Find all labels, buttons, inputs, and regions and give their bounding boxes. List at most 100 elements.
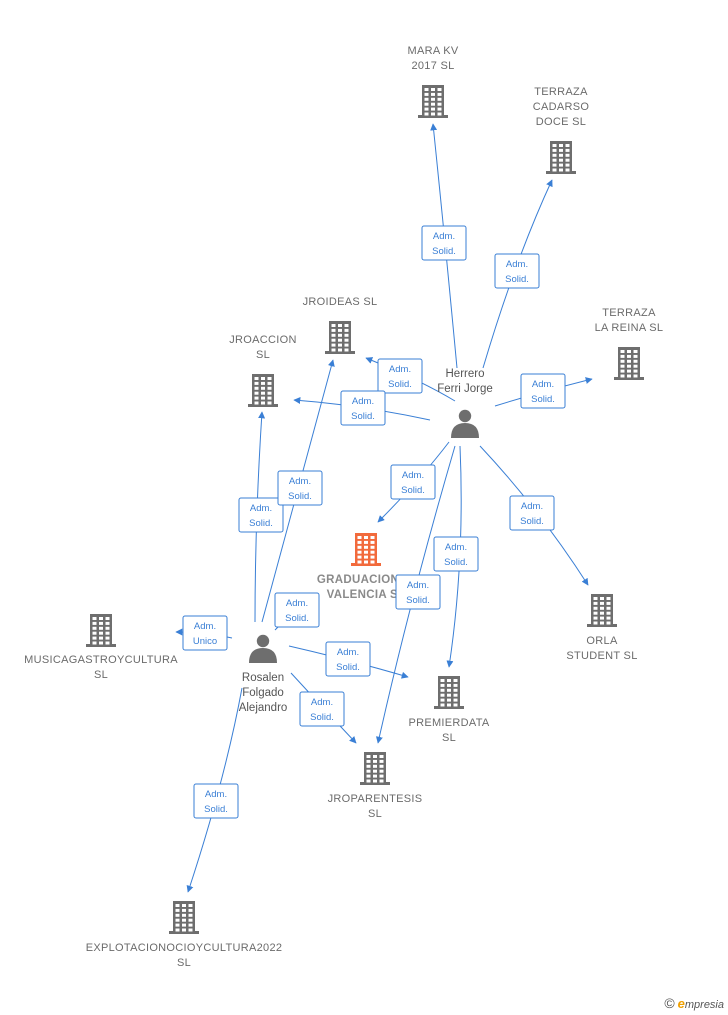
company-label-line: 2017 SL xyxy=(411,60,454,72)
edge-role-box xyxy=(193,783,239,819)
edge-role-label[interactable]: Adm.Solid. xyxy=(193,783,239,819)
company-label-line: VALENCIA SL xyxy=(327,589,406,601)
company-label-line: SL xyxy=(256,349,270,361)
edge-role-label[interactable]: Adm.Solid. xyxy=(238,497,284,533)
company-node-jroaccion[interactable]: JROACCION SL xyxy=(229,334,296,407)
edge-role-label[interactable]: Adm. Solid. xyxy=(277,470,323,506)
edge-role-text: Solid. xyxy=(285,613,309,624)
edge-role-text: Solid. xyxy=(432,246,456,257)
person-label-line: Ferri Jorge xyxy=(437,383,493,395)
edge-role-text: Adm. xyxy=(389,364,411,375)
edge-labels-layer: Adm. Solid. Adm. Solid. Adm. Solid. Adm. Solid.… xyxy=(182,225,566,819)
company-node-musica[interactable]: MUSICAGASTROYCULTURA SL xyxy=(24,614,178,681)
edge-role-box xyxy=(421,225,467,261)
edge-role-box xyxy=(277,470,323,506)
edge-role-label[interactable]: Adm. Solid. xyxy=(433,536,479,572)
edge-role-label[interactable]: Adm.Solid. xyxy=(395,574,441,610)
company-label-line: ORLA xyxy=(586,635,618,647)
edge-role-label[interactable]: Adm. Solid. xyxy=(340,390,386,426)
edge-role-text: Solid. xyxy=(520,516,544,527)
person-label-line: Rosalen xyxy=(242,672,284,684)
company-label-line: EXPLOTACIONOCIOYCULTURA2022 xyxy=(86,942,283,954)
edge-role-box xyxy=(274,592,320,628)
edge-role-label[interactable]: Adm.Solid. xyxy=(390,464,436,500)
company-label-line: TERRAZA xyxy=(602,307,656,319)
person-label-line: Folgado xyxy=(242,687,284,699)
brand-logo-text: mpresia xyxy=(684,998,724,1011)
edge-role-label[interactable]: Adm. Solid. xyxy=(299,691,345,727)
company-label-line: JROACCION xyxy=(229,334,296,346)
brand-logo[interactable]: empresia xyxy=(678,996,724,1011)
edge-role-text: Solid. xyxy=(401,485,425,496)
company-node-graduaciones[interactable]: GRADUACIONES VALENCIA SL xyxy=(317,533,415,601)
company-label-line: JROPARENTESIS xyxy=(328,793,423,805)
edge-role-box xyxy=(182,615,228,651)
edge-role-label[interactable]: Adm. Solid. xyxy=(520,373,566,409)
edge-role-box xyxy=(494,253,540,289)
person-label-line: Alejandro xyxy=(239,702,288,714)
person-icon xyxy=(249,634,277,663)
company-label-line: SL xyxy=(94,669,108,681)
edge-role-text: Solid. xyxy=(388,379,412,390)
edge-role-box xyxy=(299,691,345,727)
edge-role-text: Adm. xyxy=(521,501,543,512)
company-label-line: TERRAZA xyxy=(534,86,588,98)
edge-role-text: Solid. xyxy=(531,394,555,405)
edge-role-label[interactable]: Adm. Solid. xyxy=(274,592,320,628)
building-icon xyxy=(248,374,278,407)
company-label-line: STUDENT SL xyxy=(566,650,637,662)
edge-role-text: Solid. xyxy=(406,595,430,606)
edge-role-label[interactable]: Adm. Unico xyxy=(182,615,228,651)
company-label-line: SL xyxy=(368,808,382,820)
edge-role-text: Solid. xyxy=(288,491,312,502)
building-icon xyxy=(351,533,381,566)
edge-role-text: Solid. xyxy=(310,712,334,723)
edge-role-box xyxy=(325,641,371,677)
building-icon xyxy=(614,347,644,380)
building-icon xyxy=(418,85,448,118)
company-node-jropar[interactable]: JROPARENTESIS SL xyxy=(328,752,423,820)
edge-role-text: Adm. xyxy=(445,542,467,553)
company-label-line: CADARSO xyxy=(533,101,590,113)
company-label-line: MUSICAGASTROYCULTURA xyxy=(24,654,178,666)
edge-role-label[interactable]: Adm. Solid. xyxy=(421,225,467,261)
edge-role-text: Solid. xyxy=(505,274,529,285)
building-icon xyxy=(169,901,199,934)
edge-role-box xyxy=(377,358,423,394)
edge-role-label[interactable]: Adm. Solid. xyxy=(509,495,555,531)
edge-role-text: Adm. xyxy=(532,379,554,390)
edge-role-label[interactable]: Adm. Solid. xyxy=(377,358,423,394)
person-icon xyxy=(451,409,479,438)
copyright-symbol: © xyxy=(664,995,675,1011)
edge-role-text: Adm. xyxy=(352,396,374,407)
company-node-orla[interactable]: ORLA STUDENT SL xyxy=(566,594,637,662)
edge-role-text: Adm. xyxy=(286,598,308,609)
company-node-jroideas[interactable]: JROIDEAS SL xyxy=(303,296,378,354)
edge-role-text: Adm. xyxy=(311,697,333,708)
building-icon xyxy=(587,594,617,627)
edge-role-text: Unico xyxy=(193,636,217,647)
edge-role-text: Adm. xyxy=(433,231,455,242)
edge-role-text: Adm. xyxy=(205,789,227,800)
company-label-line: GRADUACIONES xyxy=(317,574,415,586)
edge-role-text: Adm. xyxy=(250,503,272,514)
edge-role-text: Solid. xyxy=(336,662,360,673)
edge-role-text: Solid. xyxy=(351,411,375,422)
edge-role-text: Adm. xyxy=(289,476,311,487)
company-label-line: SL xyxy=(177,957,191,969)
edge-role-label[interactable]: Adm. Solid. xyxy=(325,641,371,677)
edge-role-text: Adm. xyxy=(194,621,216,632)
edge-role-text: Solid. xyxy=(444,557,468,568)
building-icon xyxy=(434,676,464,709)
edge-role-label[interactable]: Adm.Solid. xyxy=(494,253,540,289)
edge-role-text: Adm. xyxy=(337,647,359,658)
